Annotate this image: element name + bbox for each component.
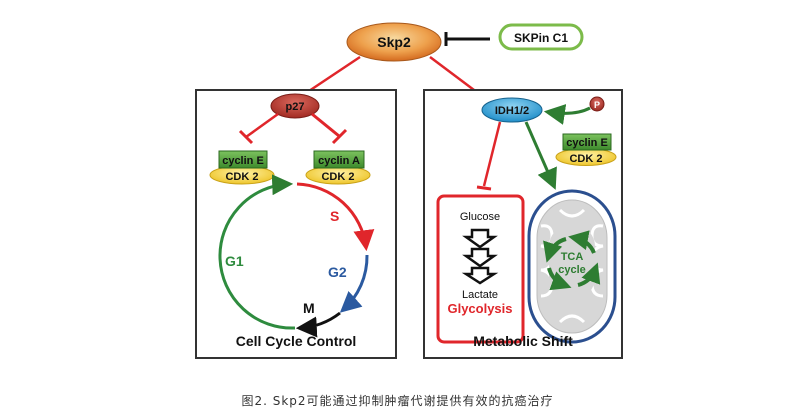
- metabolic-title: Metabolic Shift: [473, 333, 573, 349]
- glycolysis-box: Glucose Lactate Glycolysis: [436, 194, 525, 344]
- cyclin-e-cdk2-right: cyclin E CDK 2: [555, 133, 617, 166]
- down-arrow-icon: [461, 266, 499, 285]
- glycolysis-label: Glycolysis: [447, 301, 512, 316]
- glucose-label: Glucose: [460, 211, 500, 223]
- down-arrow-icon: [462, 247, 498, 268]
- skp2-label: Skp2: [377, 34, 411, 50]
- tca-cycle-label: cycle: [558, 264, 586, 276]
- idh-label: IDH1/2: [495, 105, 529, 117]
- down-arrow-icon: [462, 228, 498, 249]
- cyclin-a-label: cyclin A: [318, 155, 360, 167]
- tca-cycle-ring: TCA cycle: [543, 230, 601, 291]
- phase-g2-label: G2: [328, 264, 347, 280]
- phospho-arrow: [543, 104, 591, 125]
- g2-arc: [339, 254, 369, 313]
- tca-label: TCA: [561, 251, 584, 263]
- phase-s-label: S: [330, 208, 339, 224]
- cyclin-a-cdk2: cyclin A CDK 2: [305, 150, 371, 185]
- cyclin-e-cdk2-left: cyclin E CDK 2: [209, 150, 275, 185]
- cyclin-e-right-label: cyclin E: [566, 137, 608, 149]
- cell-cycle-panel: p27 cyclin E CDK 2 cyclin A CDK 2: [195, 89, 397, 359]
- phase-m-label: M: [303, 300, 315, 316]
- cyclin-e-label: cyclin E: [222, 155, 264, 167]
- p27-label: p27: [286, 101, 305, 113]
- skpin-inhibitor: SKPin C1: [444, 23, 584, 51]
- phospho-label: P: [594, 100, 600, 110]
- s-arc: [296, 182, 375, 252]
- idh-edges: [476, 121, 557, 191]
- g1-arc: [218, 174, 296, 330]
- lactate-label: Lactate: [462, 289, 498, 301]
- metabolic-panel: IDH1/2 P cyclin E CDK 2 Glucose: [423, 89, 623, 359]
- p27-node: p27: [270, 93, 320, 119]
- m-arc: [295, 311, 341, 338]
- cdk2-left-label: CDK 2: [225, 171, 258, 183]
- skpin-label: SKPin C1: [514, 31, 568, 45]
- idh-node: IDH1/2: [481, 97, 543, 123]
- cdk2-right-label: CDK 2: [569, 153, 602, 165]
- figure-caption: 图2. Skp2可能通过抑制肿瘤代谢提供有效的抗癌治疗: [241, 394, 554, 408]
- cell-cycle-title: Cell Cycle Control: [236, 333, 357, 349]
- phospho-node: P: [589, 96, 605, 112]
- skp2-node: Skp2: [346, 22, 442, 62]
- cdk2-mid-label: CDK 2: [321, 171, 354, 183]
- phase-g1-label: G1: [225, 253, 244, 269]
- cell-cycle-ring: [218, 174, 375, 338]
- p27-inhibit-edges: [238, 112, 348, 145]
